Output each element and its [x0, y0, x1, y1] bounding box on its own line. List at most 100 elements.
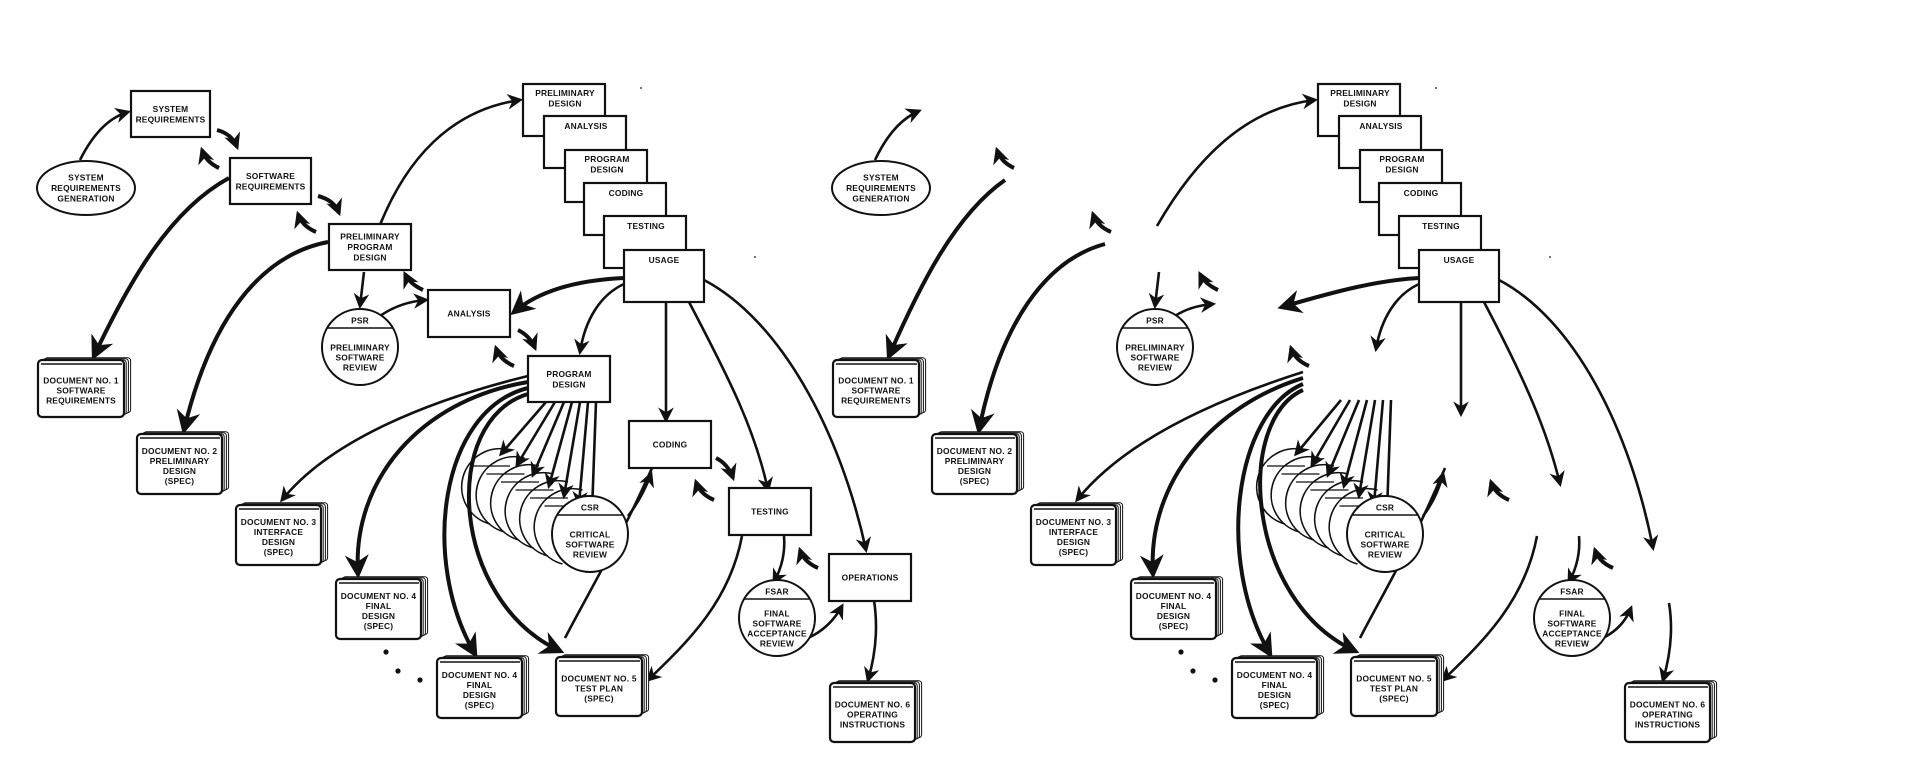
document-4a-label: DESIGN [362, 611, 395, 621]
arrow-usage-to-progdesign [1370, 282, 1420, 353]
document-1-label: DOCUMENT NO. 1 [838, 376, 914, 386]
document-3-cover [234, 503, 323, 567]
ellipsis-dot [1190, 668, 1196, 674]
node-fsar-label: FINAL [764, 609, 790, 619]
arrow-coding-to-testing [715, 456, 737, 482]
node-system-requirements-generation-label: SYSTEM [68, 173, 104, 183]
node-preliminary-program-design-label: PROGRAM [347, 242, 392, 252]
arrow-testing-to-fsar [772, 535, 787, 585]
document-4a-cover [334, 577, 423, 641]
arrow-ppd-to-doc2 [971, 242, 1106, 435]
stack-item-4-label: TESTING [627, 221, 665, 231]
node-operations[interactable]: OPERATIONS [827, 552, 913, 603]
csr-stack-arc [489, 463, 540, 541]
ellipsis-dot [395, 668, 401, 674]
arrow-ppd-to-stack [376, 94, 524, 231]
document-2-label: DESIGN [163, 466, 196, 476]
node-preliminary-program-design-box [327, 222, 413, 272]
arrow-progdesign-to-doc4a [344, 380, 529, 579]
arrow-testing-to-coding [1487, 478, 1510, 502]
scan-speck [1435, 87, 1437, 89]
node-coding[interactable]: CODING [627, 419, 713, 470]
stack-item-3-label: CODING [1404, 188, 1439, 198]
usage-box[interactable]: USAGE [622, 248, 706, 304]
document-1-label: DOCUMENT NO. 1 [43, 376, 119, 386]
document-4b-label: (SPEC) [1260, 700, 1290, 710]
arrow-ppd-to-psr [1148, 271, 1165, 310]
document-4a-label: FINAL [366, 601, 392, 611]
document-4b-label: DOCUMENT NO. 4 [442, 670, 518, 680]
arrow-swreq-to-ppd [317, 194, 343, 217]
node-analysis-label: ANALYSIS [447, 309, 490, 319]
arrow-progdesign-to-csr-6 [572, 401, 590, 508]
nodes: SYSTEMREQUIREMENTSGENERATIONSYSTEMREQUIR… [36, 82, 923, 744]
node-psr-label: REVIEW [1138, 363, 1172, 373]
document-2-label: DESIGN [958, 466, 991, 476]
document-5-label: DOCUMENT NO. 5 [561, 674, 637, 684]
document-6-cover [828, 681, 917, 744]
usage-rect [1417, 248, 1501, 304]
node-csr-label: SOFTWARE [1360, 540, 1409, 550]
csr-stack-arc [1299, 471, 1349, 549]
node-fsar-label: SOFTWARE [752, 619, 801, 629]
document-2-label: PRELIMINARY [150, 456, 210, 466]
arrow-analysis-to-ppd [403, 270, 424, 292]
csr-stack-arc [1328, 487, 1378, 565]
document-6-label: DOCUMENT NO. 6 [835, 700, 911, 710]
document-2-label: (SPEC) [960, 476, 990, 486]
node-analysis-box [426, 288, 512, 339]
node-system-requirements-generation-label: REQUIREMENTS [846, 183, 916, 193]
node-testing[interactable]: TESTING [727, 486, 813, 537]
panel-complete: SYSTEMREQUIREMENTSGENERATIONSYSTEMREQUIR… [36, 82, 923, 744]
node-csr-label: CRITICAL [570, 530, 611, 540]
document-3-label: DOCUMENT NO. 3 [241, 517, 317, 527]
node-analysis[interactable]: ANALYSIS [426, 288, 512, 339]
stack-item-1-label: ANALYSIS [564, 121, 607, 131]
arrow-ppd-to-swreq [294, 210, 317, 234]
arrow-operations-to-testing [796, 546, 819, 570]
arrow-usage-to-progdesign [574, 282, 625, 356]
document-4a-label: (SPEC) [1159, 621, 1189, 631]
arrow-fsar-to-operations [807, 603, 844, 640]
usage-box[interactable]: USAGE [1417, 248, 1501, 304]
document-3-label: INTERFACE [254, 527, 303, 537]
arrow-psr-to-analysis [1174, 297, 1217, 318]
ellipsis-dot [383, 649, 389, 655]
arrow-progdesign-to-csr-5 [558, 401, 582, 500]
document-3-label: INTERFACE [1049, 527, 1098, 537]
document-4a-label: DOCUMENT NO. 4 [1136, 591, 1212, 601]
arrow-progdesign-to-csr-7 [1379, 399, 1396, 516]
node-fsar-label: REVIEW [1555, 639, 1589, 649]
document-3-label: DESIGN [1057, 537, 1090, 547]
document-4b-cover [435, 656, 524, 720]
arrow-progdesign-to-csr-3 [530, 401, 566, 478]
document-6-label: OPERATING [847, 710, 898, 720]
document-1-label: REQUIREMENTS [841, 396, 911, 406]
